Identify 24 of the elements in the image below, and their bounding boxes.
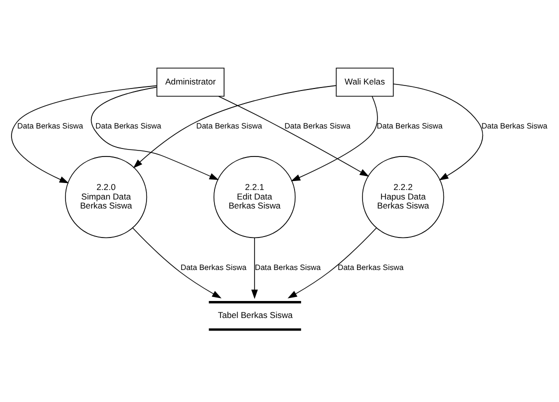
edge-label: Data Berkas Siswa [482, 121, 548, 130]
arrow [290, 96, 378, 182]
edge-label: Data Berkas Siswa [338, 262, 404, 272]
arrow [90, 86, 219, 180]
arrow [288, 228, 377, 298]
edge-label: Data Berkas Siswa [254, 262, 321, 272]
arrow [11, 85, 158, 184]
node-circle: 2.2.1 Edit Data Berkas Siswa [214, 156, 296, 238]
arrow [132, 228, 222, 298]
edge-label: Data Berkas Siswa [196, 121, 262, 130]
arrow [218, 96, 370, 177]
edge-label: Data Berkas Siswa [95, 121, 162, 130]
node-text: Tabel Berkas Siswa [218, 310, 293, 320]
arrow [133, 85, 336, 168]
edge-label: Data Berkas Siswa [284, 121, 350, 130]
arrow [251, 238, 258, 300]
node-circle: 2.2.2 Hapus Data Berkas Siswa [362, 156, 444, 238]
edge-label: Data Berkas Siswa [376, 121, 443, 130]
arrow [393, 84, 484, 180]
edge-label: Data Berkas Siswa [17, 121, 84, 130]
node-box: Wali Kelas [336, 68, 394, 97]
node-box: Administrator [156, 68, 224, 97]
node-circle: 2.2.0 Simpan Data Berkas Siswa [65, 156, 148, 238]
edge-label: Data Berkas Siswa [180, 262, 246, 272]
